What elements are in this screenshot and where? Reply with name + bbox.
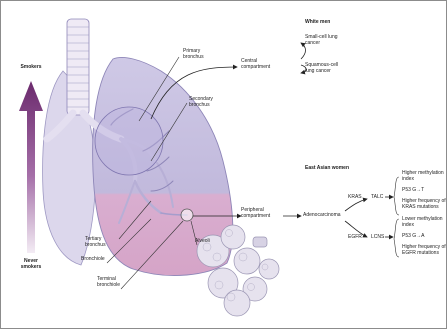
feature-braces [394, 177, 399, 257]
bronchiole-label: Bronchiole [81, 257, 105, 263]
kras-feature-p53: P53 G→T [402, 188, 424, 194]
peripheral-compartment-label: Peripheral compartment [241, 208, 281, 219]
talc-label: TALC [371, 195, 383, 201]
adenocarcinoma-label: Adenocarcinoma [303, 213, 341, 219]
east-asian-women-label: East Asian women [305, 166, 349, 172]
peripheral-compartment-circle [181, 209, 193, 221]
egfr-feature-mutations: Higher frequency of EGFR mutations [402, 245, 446, 256]
egfr-feature-methylation: Lower methylation index [402, 217, 446, 228]
smoking-gradient-arrow [19, 81, 43, 253]
kras-feature-methylation: Higher methylation index [402, 171, 446, 182]
smokers-label: Smokers [13, 65, 49, 71]
alveoli-label: Alveoli [195, 239, 210, 245]
egfr-label: EGFR [348, 235, 362, 241]
lcns-label: LCNS [371, 235, 384, 241]
squamous-cell-lung-cancer-label: Squamous-cell lung cancer [305, 63, 343, 74]
central-compartment-label: Central compartment [241, 59, 285, 70]
kras-feature-mutations: Higher frequency of KRAS mutations [402, 199, 446, 210]
small-cell-lung-cancer-label: Small-cell lung cancer [305, 35, 339, 46]
terminal-bronchiole-label: Terminal bronchiole [97, 277, 137, 288]
primary-bronchus-label: Primary bronchus [183, 49, 217, 60]
never-smokers-label: Never smokers [15, 259, 47, 270]
white-men-label: White men [305, 20, 330, 26]
tertiary-bronchus-label: Tertiary bronchus [85, 237, 119, 248]
trachea [67, 19, 89, 115]
central-compartment-circle [95, 107, 163, 175]
secondary-bronchus-label: Secondary bronchus [189, 97, 225, 108]
egfr-feature-p53: P53 G→A [402, 234, 425, 240]
kras-label: KRAS [348, 195, 362, 201]
